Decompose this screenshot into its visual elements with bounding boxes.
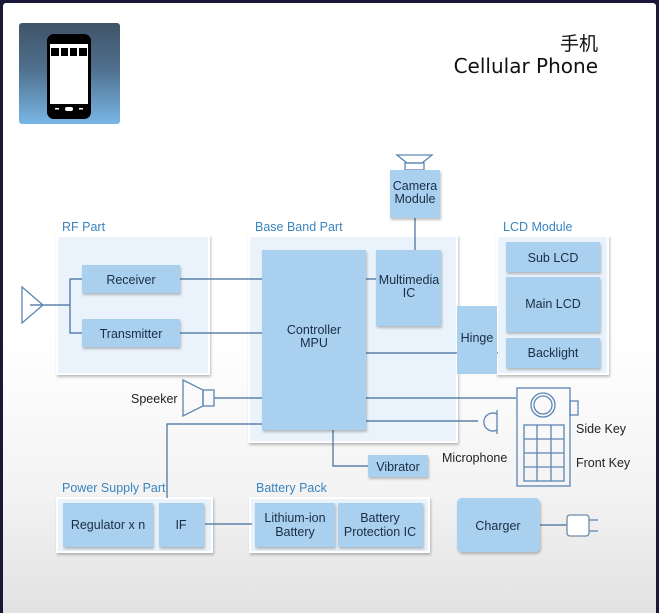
backlight-block [506, 338, 600, 368]
multimedia-ic-block [376, 250, 441, 326]
battery-protection-ic-block [338, 503, 423, 547]
vibrator-block [368, 455, 428, 477]
side-key-label: Side Key [576, 422, 627, 436]
hinge-block [457, 306, 497, 374]
connection-lines [30, 218, 567, 526]
baseband-part-label: Base Band Part [255, 220, 343, 234]
charger-block [457, 498, 540, 552]
smartphone-icon [19, 23, 120, 124]
transmitter-label: Transmitter [100, 327, 163, 341]
controller-mpu-block [262, 250, 366, 430]
lithium-ion-battery-block [255, 503, 335, 547]
camera-module-block [390, 170, 440, 218]
lithium-ion-label: Lithium-ion [264, 511, 325, 525]
battery-protection-label-2: Protection IC [344, 525, 416, 539]
main-lcd-block [506, 277, 600, 332]
hinge-label: Hinge [461, 331, 494, 345]
transmitter-block [82, 319, 180, 347]
camera-label: Camera [393, 179, 438, 193]
controller-label: Controller [287, 323, 341, 337]
main-lcd-label: Main LCD [525, 297, 581, 311]
sub-lcd-label: Sub LCD [528, 251, 579, 265]
module-label: Module [395, 192, 436, 206]
lcd-module-label: LCD Module [503, 220, 573, 234]
if-label: IF [175, 518, 186, 532]
microphone-label: Microphone [442, 451, 507, 465]
receiver-block [82, 265, 180, 293]
if-block [159, 503, 204, 547]
regulator-block [63, 503, 153, 547]
title-chinese: 手机 [559, 33, 598, 55]
vibrator-label: Vibrator [376, 460, 420, 474]
title-english: Cellular Phone [453, 54, 598, 78]
multimedia-label: Multimedia [379, 273, 439, 287]
mpu-label: MPU [300, 336, 328, 350]
speaker-label: Speeker [131, 392, 178, 406]
speaker-icon [182, 378, 215, 418]
regulator-label: Regulator x n [71, 518, 145, 532]
charger-label: Charger [475, 519, 520, 533]
rf-part-label: RF Part [62, 220, 106, 234]
antenna-icon [21, 285, 44, 325]
front-key-label: Front Key [576, 456, 631, 470]
camera-lens-icon [395, 154, 434, 171]
ic-label: IC [403, 286, 416, 300]
rf-part-group [56, 235, 210, 375]
battery-label: Battery [275, 525, 315, 539]
microphone-icon [483, 410, 498, 434]
keypad-phone-icon [516, 387, 579, 487]
power-plug-icon [566, 514, 598, 537]
backlight-label: Backlight [528, 346, 579, 360]
receiver-label: Receiver [106, 273, 155, 287]
sub-lcd-block [506, 242, 600, 272]
battery-protection-label-1: Battery [360, 511, 400, 525]
power-supply-label: Power Supply Part [62, 481, 166, 495]
battery-pack-label: Battery Pack [256, 481, 328, 495]
